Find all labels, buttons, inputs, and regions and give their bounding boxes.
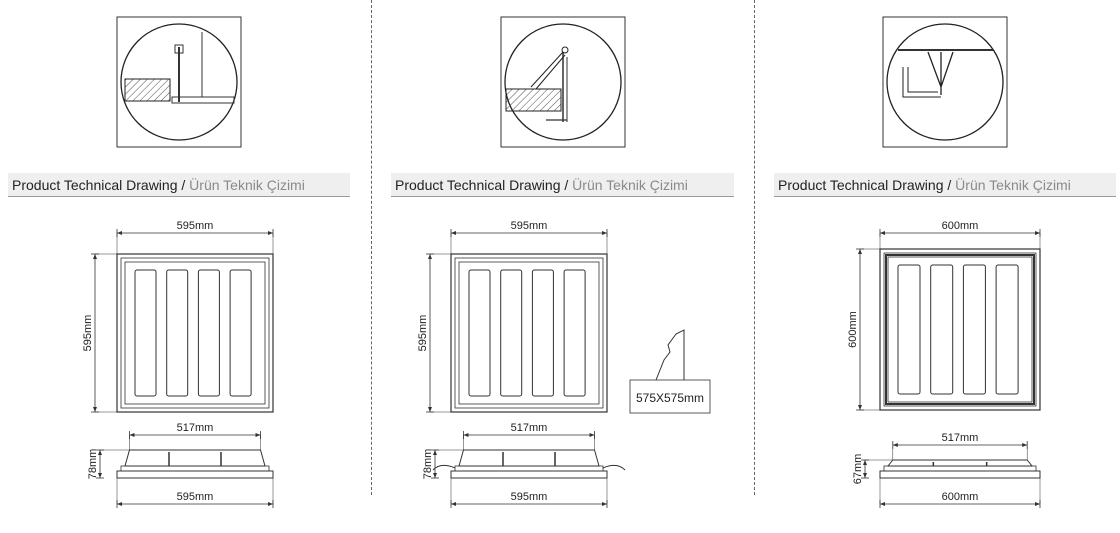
outline: [885, 254, 1035, 405]
clip-panel: [902, 67, 941, 98]
pivot: [561, 46, 569, 54]
outline: [883, 465, 1037, 472]
ceiling-section: [505, 88, 562, 112]
outline: [450, 470, 608, 479]
top-height-label: 595mm: [417, 315, 429, 352]
title-separator: /: [564, 177, 569, 193]
title-english: Product Technical Drawing: [395, 177, 561, 193]
side-height-label: 67mm: [852, 454, 864, 485]
housing: [458, 449, 600, 467]
side-bottom-width-label: 595mm: [177, 491, 214, 503]
led-strip: [197, 269, 220, 397]
side-height-label: 78mm: [87, 449, 99, 480]
top-width-label: 595mm: [177, 220, 214, 232]
t-bar: [927, 51, 954, 95]
led-strip: [563, 269, 586, 397]
recessed-spring-clip-mount-icon: [500, 16, 626, 148]
side-top-width-label: 517mm: [177, 422, 214, 434]
section-title: Product Technical Drawing / Ürün Teknik …: [8, 173, 350, 197]
clip-in-ceiling-mount-icon: [882, 16, 1008, 148]
title-english: Product Technical Drawing: [12, 177, 178, 193]
top-view: 595mm 595mm: [417, 220, 608, 413]
side-top-width-label: 517mm: [942, 432, 979, 444]
grid-ceiling-mount-icon: [116, 16, 242, 148]
title-english: Product Technical Drawing: [778, 177, 944, 193]
outline: [120, 257, 270, 409]
title-turkish: Ürün Teknik Çizimi: [572, 177, 688, 193]
detail-circle: [504, 23, 622, 141]
led-strip: [500, 269, 523, 397]
led-strip: [229, 269, 252, 397]
title-separator: /: [947, 177, 952, 193]
title-turkish: Ürün Teknik Çizimi: [189, 177, 305, 193]
led-strip: [134, 269, 157, 397]
outline: [879, 248, 1041, 411]
side-view: 517mm 78mm 595mm: [87, 422, 274, 508]
top-view: 595mm 595mm: [82, 220, 274, 413]
detail-circle: [886, 23, 1004, 141]
housing: [124, 449, 266, 467]
cutout-edge: [655, 329, 685, 381]
arrow: [863, 460, 867, 478]
outline: [116, 253, 274, 413]
outline: [454, 257, 604, 409]
cutout-detail: 575X575mm: [629, 329, 711, 414]
section-title: Product Technical Drawing / Ürün Teknik …: [391, 173, 734, 197]
outline: [879, 470, 1041, 479]
outline: [887, 256, 1033, 403]
led-strip: [531, 269, 554, 397]
cutout-size-label: 575X575mm: [636, 391, 704, 405]
led-strip: [897, 264, 921, 395]
title-separator: /: [181, 177, 186, 193]
spring-clips: [432, 464, 626, 471]
led-strip: [995, 264, 1019, 395]
title-turkish: Ürün Teknik Çizimi: [955, 177, 1071, 193]
top-view: 600mm 600mm: [847, 220, 1041, 411]
led-strip: [166, 269, 189, 397]
outline: [883, 252, 1037, 407]
outline: [458, 261, 600, 405]
outline: [450, 253, 608, 413]
outline: [171, 96, 235, 104]
outline: [629, 379, 711, 414]
top-height-label: 595mm: [82, 315, 94, 352]
side-top-width-label: 517mm: [511, 422, 548, 434]
led-strip: [962, 264, 986, 395]
top-height-label: 600mm: [847, 311, 859, 348]
outline: [116, 470, 274, 479]
outline: [116, 16, 242, 148]
spring-clip: [530, 51, 566, 90]
top-width-label: 595mm: [511, 220, 548, 232]
side-height-label: 78mm: [422, 449, 434, 480]
outline: [124, 261, 266, 405]
outline: [500, 16, 626, 148]
side-view: 517mm 67mm 600mm: [852, 432, 1041, 508]
outline: [454, 465, 604, 472]
column-divider: [371, 0, 372, 495]
led-strip: [468, 269, 491, 397]
section-title: Product Technical Drawing / Ürün Teknik …: [774, 173, 1116, 197]
outline: [120, 465, 270, 472]
housing: [886, 459, 1034, 467]
side-bottom-width-label: 600mm: [942, 491, 979, 503]
ceiling-section: [124, 78, 171, 102]
column-divider: [754, 0, 755, 495]
detail-circle: [120, 23, 238, 141]
outline: [882, 16, 1008, 148]
side-view: 517mm 78mm 595mm: [422, 422, 626, 508]
outline: [174, 44, 184, 54]
led-strip: [930, 264, 954, 395]
top-width-label: 600mm: [942, 220, 979, 232]
side-bottom-width-label: 595mm: [511, 491, 548, 503]
